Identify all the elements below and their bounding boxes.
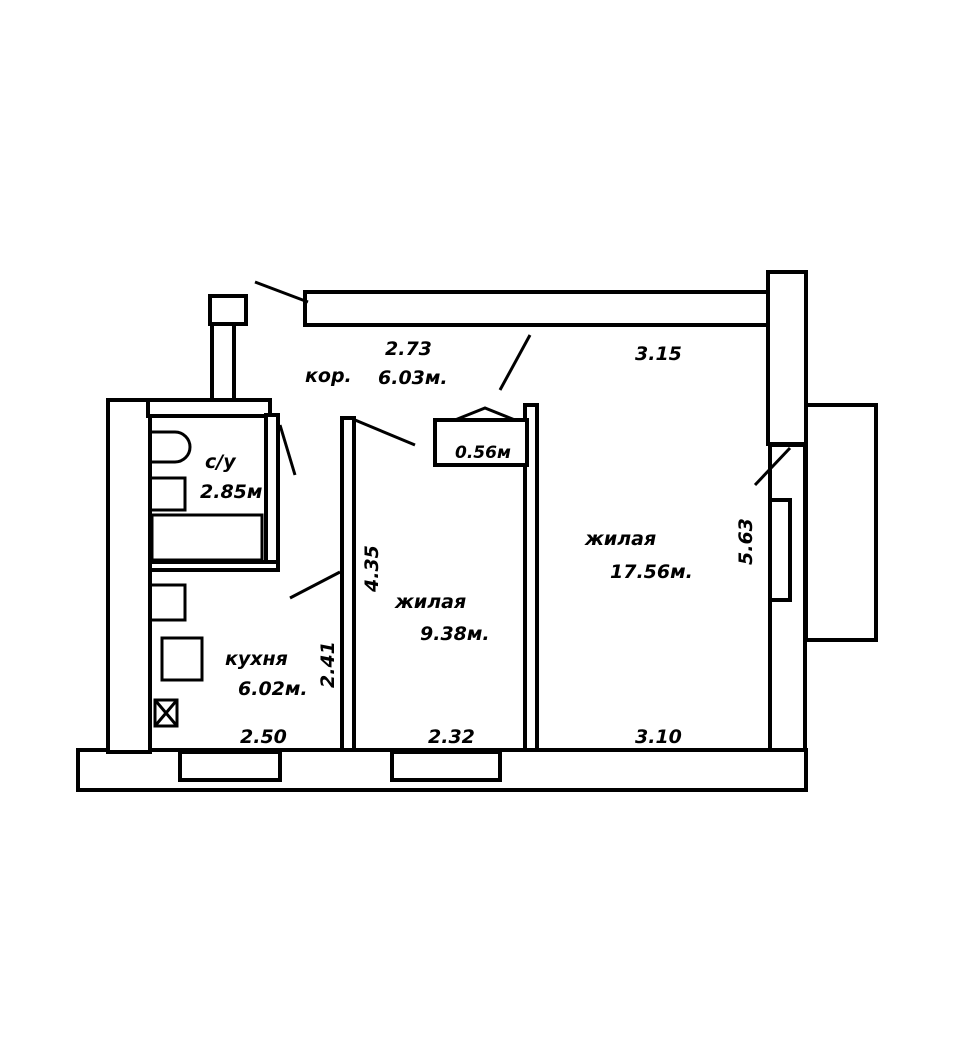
balcony xyxy=(768,403,878,642)
sink-icon xyxy=(148,476,187,512)
doors xyxy=(254,280,792,600)
large-room-width-top: 3.15 xyxy=(635,343,682,365)
corridor-area: 6.03м. xyxy=(378,367,448,389)
toilet-icon xyxy=(148,430,192,464)
walls xyxy=(76,270,808,792)
kitchen-depth: 2.41 xyxy=(317,641,339,688)
small-room-area: 9.38м. xyxy=(420,623,490,645)
kitchen-sink-icon xyxy=(148,583,187,622)
small-room-depth: 4.35 xyxy=(361,545,383,593)
bathroom-area: 2.85м xyxy=(200,481,262,503)
vent-icon xyxy=(153,698,179,728)
small-room-label: жилая xyxy=(394,591,466,613)
kitchen-width: 2.50 xyxy=(240,726,287,748)
corridor-label: кор. xyxy=(305,365,352,387)
small-room-width: 2.32 xyxy=(428,726,475,748)
large-room-label: жилая xyxy=(584,528,656,550)
corridor-width: 2.73 xyxy=(385,338,432,360)
kitchen-label: кухня xyxy=(225,648,288,670)
stove-icon xyxy=(160,636,204,682)
bathtub-icon xyxy=(150,513,264,562)
large-room-width-bottom: 3.10 xyxy=(635,726,682,748)
kitchen-area: 6.02м. xyxy=(238,678,308,700)
bathroom-label: с/у xyxy=(205,451,237,473)
closet-area: 0.56м xyxy=(455,443,511,463)
large-room-depth: 5.63 xyxy=(735,518,757,565)
fixtures xyxy=(148,430,264,728)
large-room-area: 17.56м. xyxy=(610,561,693,583)
windows xyxy=(178,750,502,782)
